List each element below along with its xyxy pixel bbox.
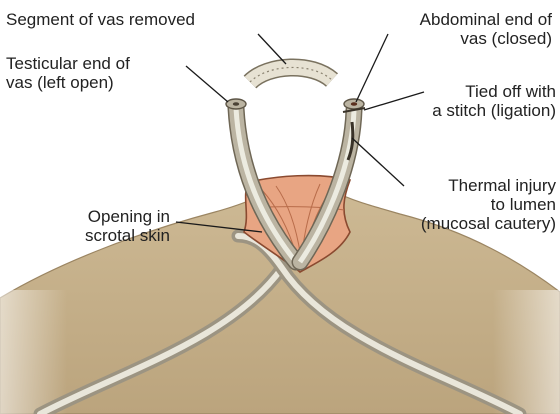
label-thermal-injury: Thermal injury to lumen (mucosal cautery… [380,176,556,233]
label-line: Thermal injury [380,176,556,195]
label-segment-removed: Segment of vas removed [6,10,195,29]
label-line: (mucosal cautery) [380,214,556,233]
leader-segment [258,34,286,64]
leader-testicular [186,66,228,102]
label-line: Testicular end of [6,54,130,73]
removed-vas-segment [250,67,332,82]
label-opening-skin: Opening in scrotal skin [30,207,170,245]
label-line: Tied off with [380,82,556,101]
label-abdominal-end: Abdominal end of vas (closed) [370,10,552,48]
label-line: vas (closed) [370,29,552,48]
label-ligation: Tied off with a stitch (ligation) [380,82,556,120]
label-line: Segment of vas removed [6,10,195,29]
label-line: scrotal skin [30,226,170,245]
label-line: to lumen [380,195,556,214]
label-testicular-end: Testicular end of vas (left open) [6,54,130,92]
label-line: Abdominal end of [370,10,552,29]
label-line: a stitch (ligation) [380,101,556,120]
label-line: vas (left open) [6,73,130,92]
label-line: Opening in [30,207,170,226]
